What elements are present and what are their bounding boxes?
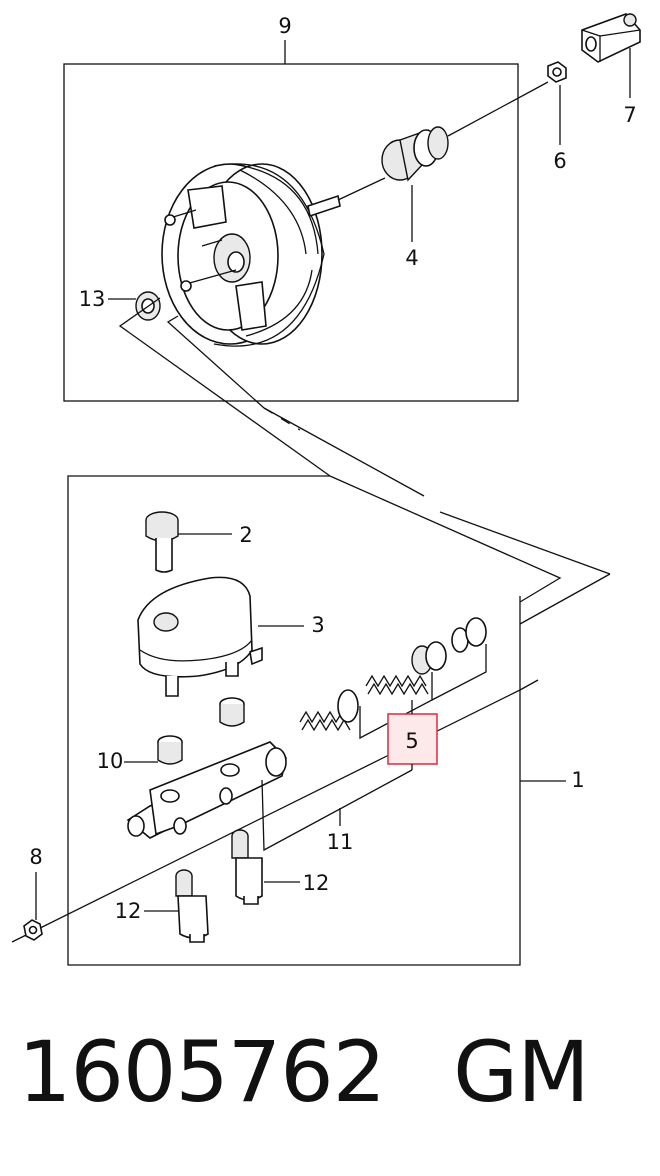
- part-3-reservoir: [137, 576, 263, 697]
- callout-10: 10: [97, 749, 124, 773]
- callout-13: 13: [79, 287, 106, 311]
- part-7-clevis: [581, 13, 641, 63]
- part-5-piston-kit: [299, 617, 487, 740]
- part-10-grommet: [157, 735, 183, 765]
- callout-4: 4: [405, 246, 418, 270]
- callout-12-left: 12: [115, 899, 142, 923]
- part-12-fitting-right: [231, 829, 263, 905]
- grommet-right: [219, 697, 245, 727]
- part-2-reservoir-cap: [145, 511, 179, 573]
- booster-panel-frame: [63, 63, 519, 402]
- cylinder-axis-line: [11, 689, 521, 943]
- part-4-seal: [381, 81, 549, 182]
- part-6-nut: [547, 61, 567, 83]
- part-11-leader: [261, 769, 413, 852]
- master-cylinder-panel-frame: [67, 475, 521, 966]
- callout-7: 7: [623, 103, 636, 127]
- callout-9: 9: [278, 14, 291, 38]
- callout-5-highlight: 5: [387, 713, 438, 765]
- callout-11: 11: [327, 830, 354, 854]
- callout-12-right: 12: [303, 871, 330, 895]
- part-8-nut: [23, 919, 43, 941]
- part-number: 1605762: [18, 1023, 386, 1121]
- brake-booster: [161, 163, 386, 347]
- connector-lines: [118, 297, 611, 625]
- brand-name: GM: [453, 1023, 590, 1121]
- callout-8: 8: [29, 845, 42, 869]
- callout-3: 3: [311, 613, 324, 637]
- callout-6: 6: [553, 149, 566, 173]
- part-number-caption: 1605762 GM: [18, 1023, 590, 1121]
- callout-1: 1: [571, 768, 584, 792]
- callout-2: 2: [239, 523, 252, 547]
- part-12-fitting-left: [175, 869, 209, 943]
- callout-5: 5: [405, 729, 418, 753]
- master-cylinder-body: [126, 741, 287, 839]
